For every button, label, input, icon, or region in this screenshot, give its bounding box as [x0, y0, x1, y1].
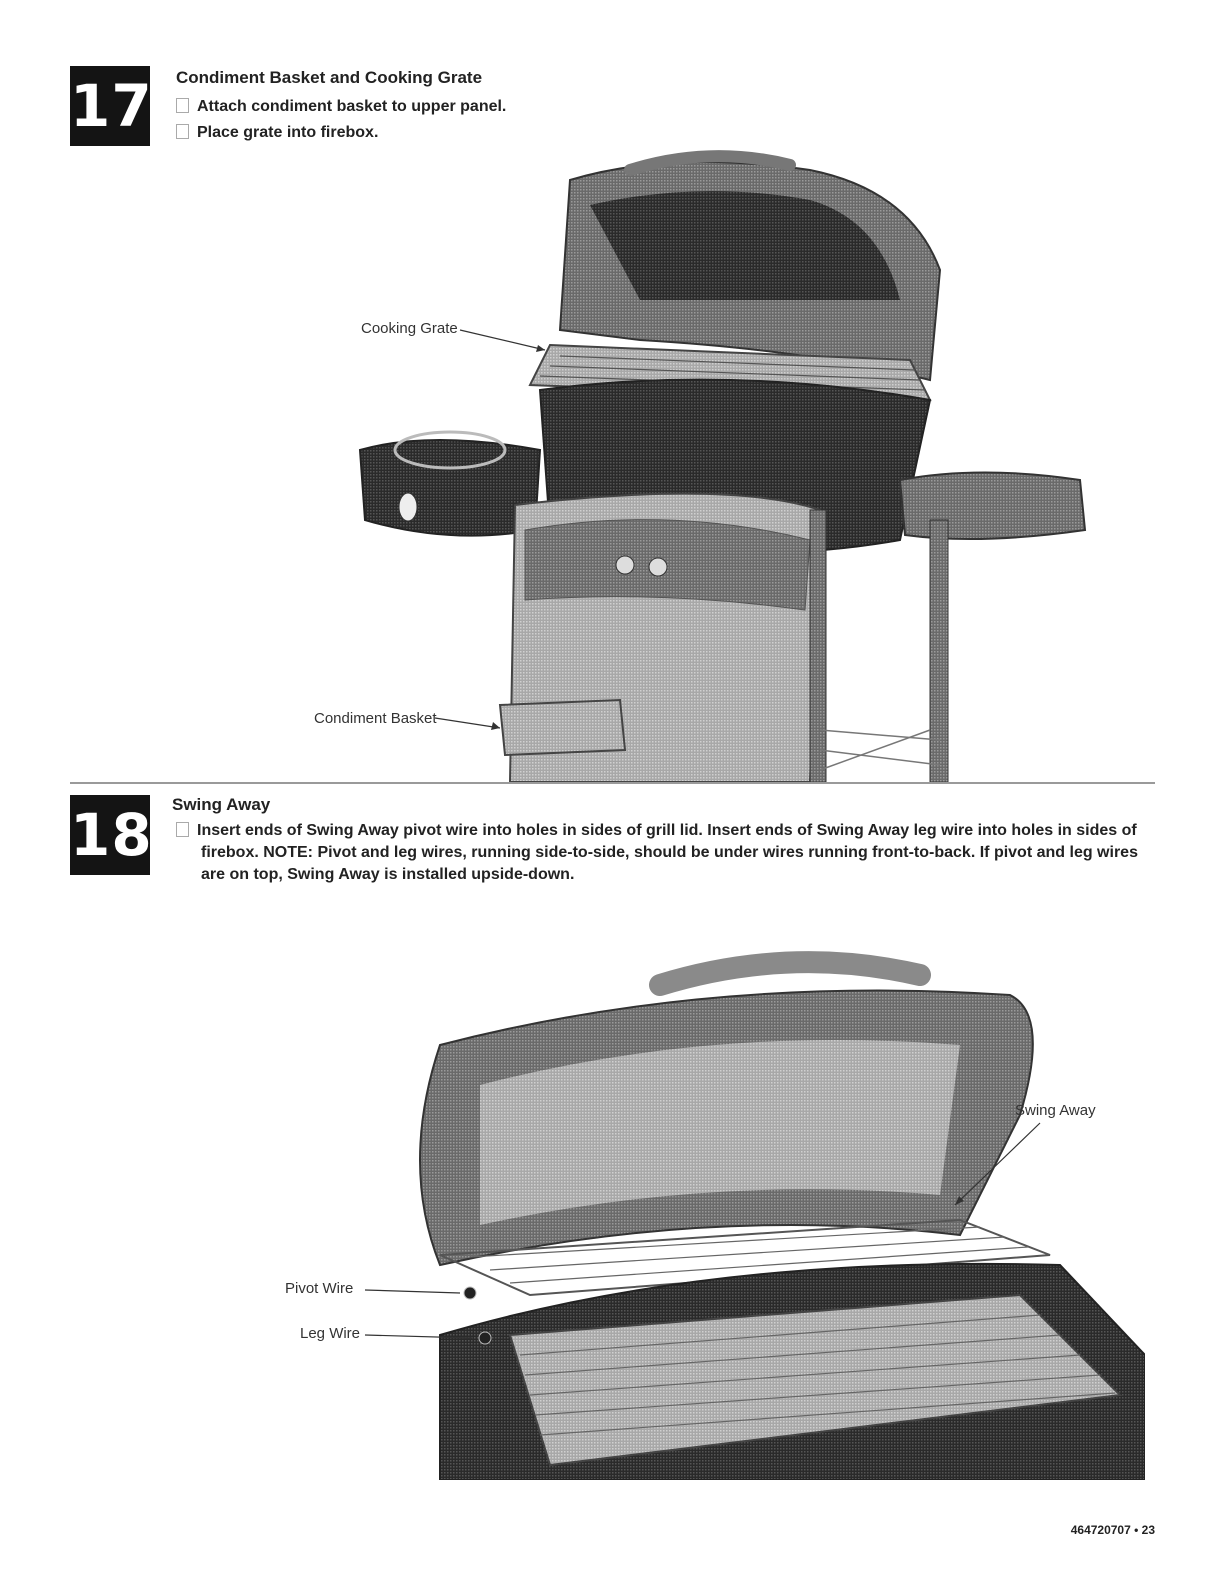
step-18-instruction[interactable]: Insert ends of Swing Away pivot wire int…: [176, 820, 1161, 886]
callout-swing-away: Swing Away: [1015, 1102, 1096, 1119]
section-divider: [70, 782, 1155, 784]
checkbox-icon[interactable]: [176, 822, 189, 837]
callout-cooking-grate: Cooking Grate: [361, 320, 458, 337]
checkbox-icon[interactable]: [176, 124, 189, 139]
step-17-badge: 17: [70, 66, 152, 146]
page-footer: 464720707 • 23: [1070, 1523, 1155, 1537]
checkbox-icon[interactable]: [176, 98, 189, 113]
step-18-badge: 18: [70, 795, 152, 875]
grill-illustration-step-18: [364, 951, 1145, 1480]
callout-condiment-basket: Condiment Basket: [314, 710, 437, 727]
step-18-title: Swing Away: [172, 795, 271, 814]
grill-illustration-step-17: [358, 150, 1087, 782]
step-17-title: Condiment Basket and Cooking Grate: [176, 68, 483, 87]
step-17-item-1[interactable]: Attach condiment basket to upper panel.: [176, 96, 506, 118]
callout-pivot-wire: Pivot Wire: [285, 1280, 354, 1297]
step-17-item-2[interactable]: Place grate into firebox.: [176, 122, 378, 144]
callout-leg-wire: Leg Wire: [300, 1325, 361, 1342]
